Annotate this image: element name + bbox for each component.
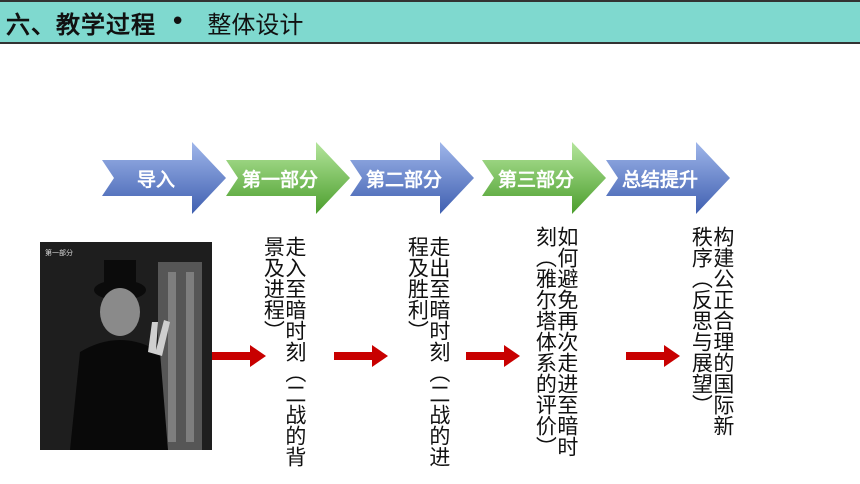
column-sub-text: （二战的背景及进程） [261,236,307,467]
title-separator: • [170,7,186,37]
photo-figure [40,242,212,450]
page-title: 六、教学过程 [6,10,156,39]
column-main-text: 走入至暗时刻 [282,236,307,362]
column-sub-text: （二战的进程及胜利） [405,236,451,467]
stage-label: 第三部分 [497,168,574,191]
photo-caption: 第一部分 [45,249,73,257]
churchill-photo: 第一部分 [40,242,212,450]
title-bar: 六、教学过程 • 整体设计 [0,0,860,44]
column-main-text: 构建公正合理的国际新秩序 [689,226,735,436]
page-subtitle: 整体设计 [207,10,304,39]
stage-part-three[interactable]: 第三部分 [482,140,608,216]
connector-arrow-icon [466,345,520,367]
stage-arrow-shape [102,142,226,214]
stage-intro[interactable]: 导入 [102,140,228,216]
stage-arrow-shape [482,142,606,214]
stage-label: 总结提升 [621,168,698,191]
stage-summary[interactable]: 总结提升 [606,140,732,216]
connector-arrow-icon [334,345,388,367]
column-main-text: 走出至暗时刻 [426,236,451,362]
stage-arrow-shape [606,142,730,214]
stage-part-one[interactable]: 第一部分 [226,140,352,216]
connector-arrow-icon [626,345,680,367]
column-sub-text: （反思与展望） [689,268,714,415]
column-sub-text: （雅尔塔体系的评价） [533,247,558,457]
column-1: 走入至暗时刻（二战的背景及进程） [261,236,307,484]
stage-label: 第二部分 [365,168,442,191]
stage-part-two[interactable]: 第二部分 [350,140,476,216]
column-2: 走出至暗时刻（二战的进程及胜利） [405,236,451,484]
column-3: 如何避免再次走进至暗时刻（雅尔塔体系的评价） [533,226,579,464]
column-main-text: 如何避免再次走进至暗时刻 [533,226,579,457]
connector-arrow-icon [212,345,266,367]
column-4: 构建公正合理的国际新秩序（反思与展望） [689,226,735,456]
stage-label: 导入 [136,168,175,191]
stage-arrow-shape [226,142,350,214]
stage-arrow-shape [350,142,474,214]
stage-label: 第一部分 [241,168,318,191]
